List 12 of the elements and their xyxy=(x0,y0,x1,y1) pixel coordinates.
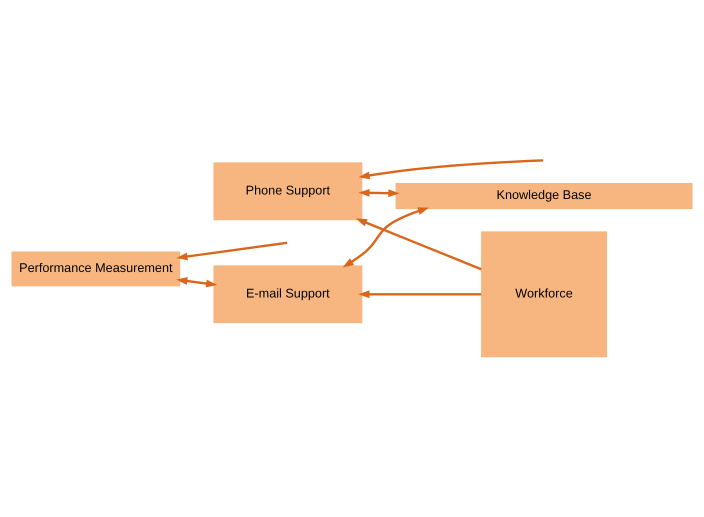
arrow xyxy=(176,277,218,288)
node-box: E-mail Support xyxy=(213,265,362,324)
arrow xyxy=(356,218,482,270)
node-box: Performance Measurement xyxy=(12,252,180,286)
node-box: Phone Support xyxy=(213,162,362,220)
arrow xyxy=(342,207,430,268)
arrow xyxy=(358,159,544,180)
arrow xyxy=(358,290,482,298)
node-box: Knowledge Base xyxy=(396,183,692,210)
arrow xyxy=(176,242,288,260)
node-box: Workforce xyxy=(481,231,607,358)
arrow xyxy=(358,188,400,198)
